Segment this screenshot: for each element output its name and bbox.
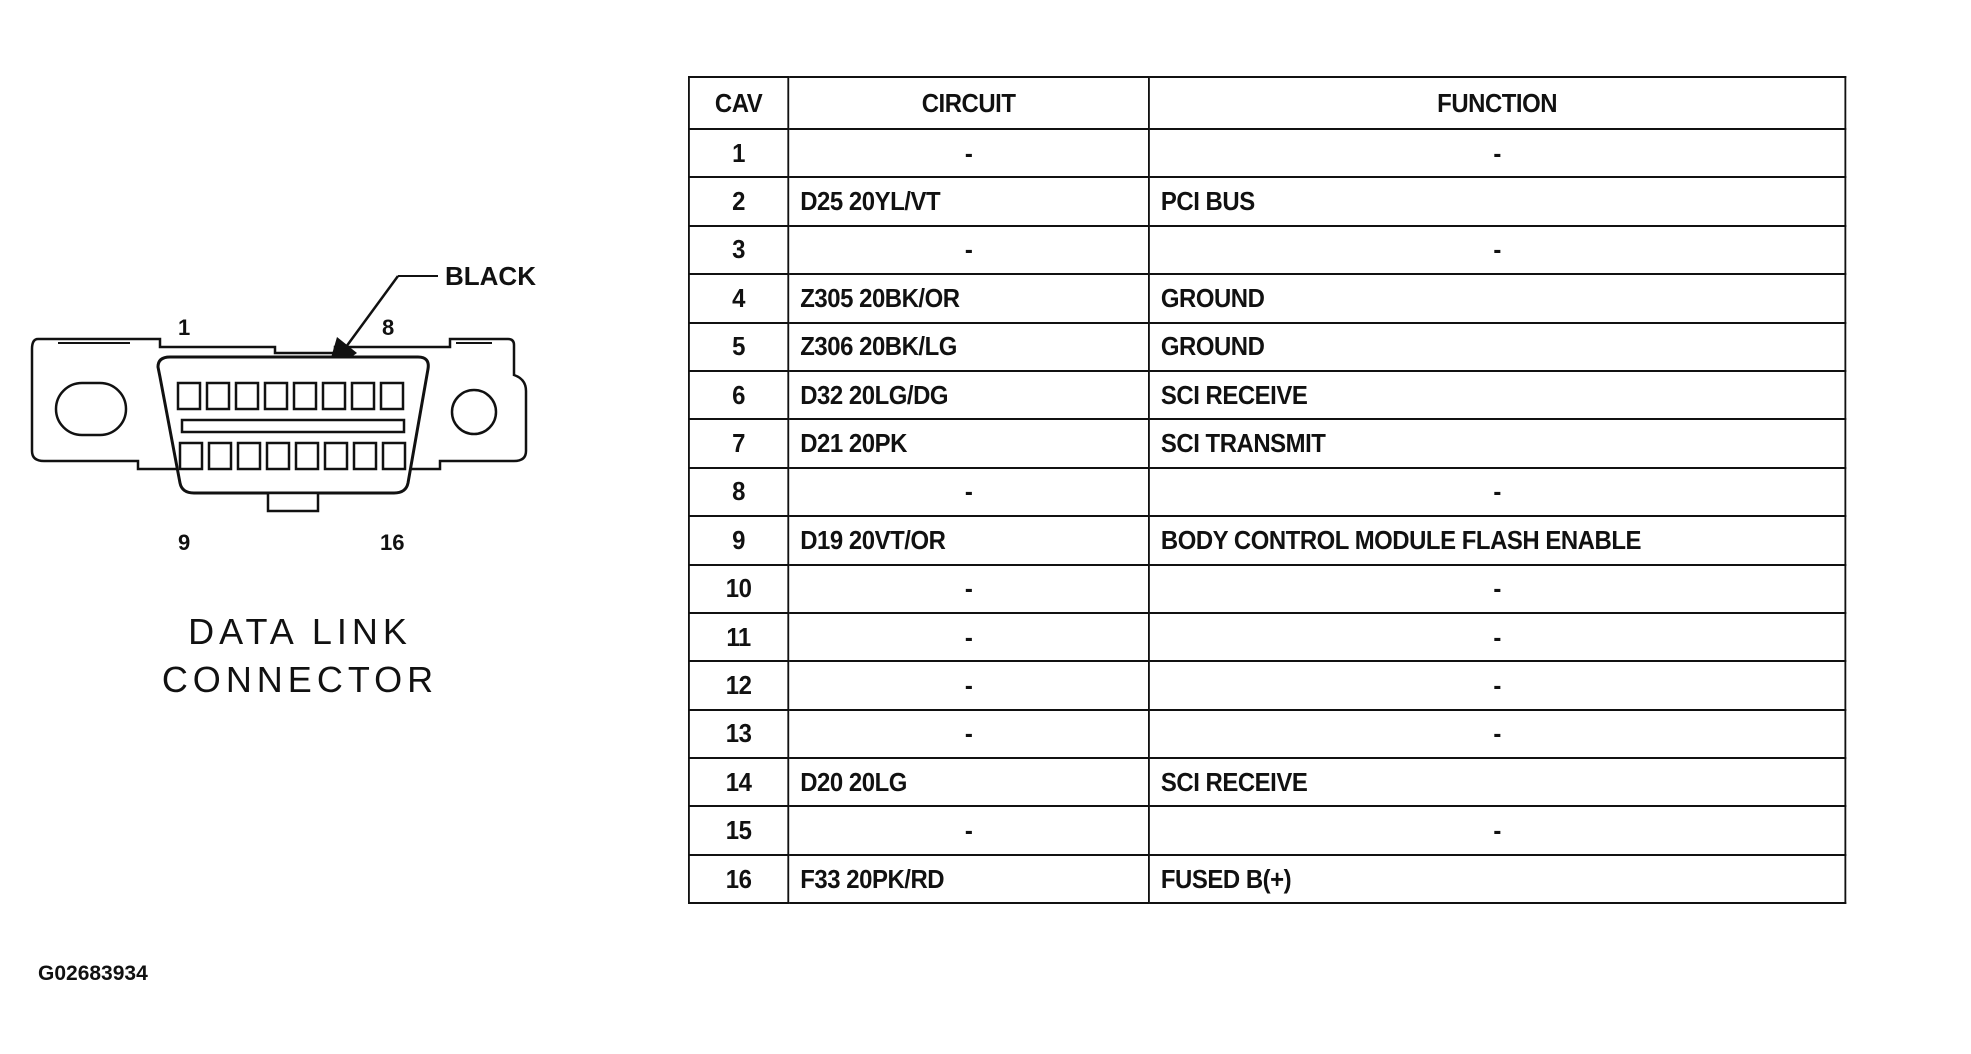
pin-label-16: 16 [380, 530, 404, 555]
cav-cell: 16 [687, 853, 790, 905]
mounting-hole-left [54, 381, 128, 437]
function-cell: FUSED B(+) [1148, 853, 1847, 905]
connector-color-label: BLACK [445, 261, 536, 291]
cav-cell: 12 [687, 660, 790, 711]
circuit-cell: - [787, 224, 1150, 276]
circuit-cell: D32 20LG/DG [787, 369, 1150, 421]
pin-row-bottom [178, 441, 407, 471]
table-header-row: CAV CIRCUIT FUNCTION [687, 76, 1847, 130]
function-cell: SCI RECEIVE [1148, 757, 1847, 808]
circuit-cell: D21 20PK [787, 418, 1150, 469]
cav-cell: 7 [687, 418, 790, 469]
header-circuit: CIRCUIT [787, 76, 1150, 130]
pin-label-1: 1 [178, 315, 190, 340]
circuit-cell: F33 20PK/RD [787, 853, 1150, 905]
connector-key-tab [266, 491, 320, 513]
function-cell: SCI TRANSMIT [1148, 418, 1847, 469]
cav-cell: 10 [687, 563, 790, 614]
function-cell: SCI RECEIVE [1148, 369, 1847, 421]
circuit-cell: - [787, 611, 1150, 663]
connector-flange [30, 337, 528, 471]
cav-cell: 14 [687, 757, 790, 808]
caption-line-2: CONNECTOR [161, 659, 439, 700]
circuit-cell: D25 20YL/VT [787, 176, 1150, 227]
circuit-cell: Z305 20BK/OR [787, 273, 1150, 324]
function-cell: - [1148, 466, 1847, 518]
table-row: 12-- [687, 660, 1847, 711]
cav-cell: 9 [687, 515, 790, 566]
function-cell: PCI BUS [1148, 176, 1847, 227]
table-row: 15-- [687, 805, 1847, 856]
cav-cell: 1 [687, 127, 790, 179]
cav-cell: 13 [687, 708, 790, 760]
table-row: 13-- [687, 708, 1847, 760]
function-cell: BODY CONTROL MODULE FLASH ENABLE [1148, 515, 1847, 566]
circuit-cell: - [787, 563, 1150, 614]
cav-cell: 3 [687, 224, 790, 276]
circuit-cell: D19 20VT/OR [787, 515, 1150, 566]
cav-cell: 6 [687, 369, 790, 421]
caption-line-1: DATA LINK [188, 611, 412, 652]
table-row: 1-- [687, 127, 1847, 179]
pin-row-top [176, 381, 405, 411]
connector-caption: DATA LINK CONNECTOR [110, 608, 490, 704]
data-link-connector-diagram: BLACK 1 8 9 16 [30, 261, 536, 555]
function-cell: - [1148, 224, 1847, 276]
cav-cell: 8 [687, 466, 790, 518]
connector-center-bar [180, 418, 406, 434]
header-function: FUNCTION [1148, 76, 1847, 130]
table-row: 3-- [687, 224, 1847, 276]
table-row: 10-- [687, 563, 1847, 614]
table-row: 11-- [687, 611, 1847, 663]
circuit-cell: - [787, 466, 1150, 518]
cav-cell: 4 [687, 273, 790, 324]
cav-cell: 2 [687, 176, 790, 227]
function-cell: - [1148, 660, 1847, 711]
function-cell: - [1148, 127, 1847, 179]
circuit-cell: - [787, 660, 1150, 711]
function-cell: - [1148, 805, 1847, 856]
circuit-cell: Z306 20BK/LG [787, 321, 1150, 372]
cav-cell: 5 [687, 321, 790, 372]
function-cell: GROUND [1148, 321, 1847, 372]
circuit-cell: - [787, 708, 1150, 760]
pin-label-9: 9 [178, 530, 190, 555]
function-cell: - [1148, 611, 1847, 663]
connector-body [156, 355, 430, 495]
circuit-cell: D20 20LG [787, 757, 1150, 808]
function-cell: - [1148, 563, 1847, 614]
mounting-hole-right [450, 388, 498, 436]
function-cell: - [1148, 708, 1847, 760]
circuit-cell: - [787, 127, 1150, 179]
figure-id: G02683934 [38, 962, 148, 985]
cav-cell: 11 [687, 611, 790, 663]
table-row: 8-- [687, 466, 1847, 518]
header-cav: CAV [687, 76, 790, 130]
circuit-cell: - [787, 805, 1150, 856]
function-cell: GROUND [1148, 273, 1847, 324]
pin-label-8: 8 [382, 315, 394, 340]
cav-cell: 15 [687, 805, 790, 856]
